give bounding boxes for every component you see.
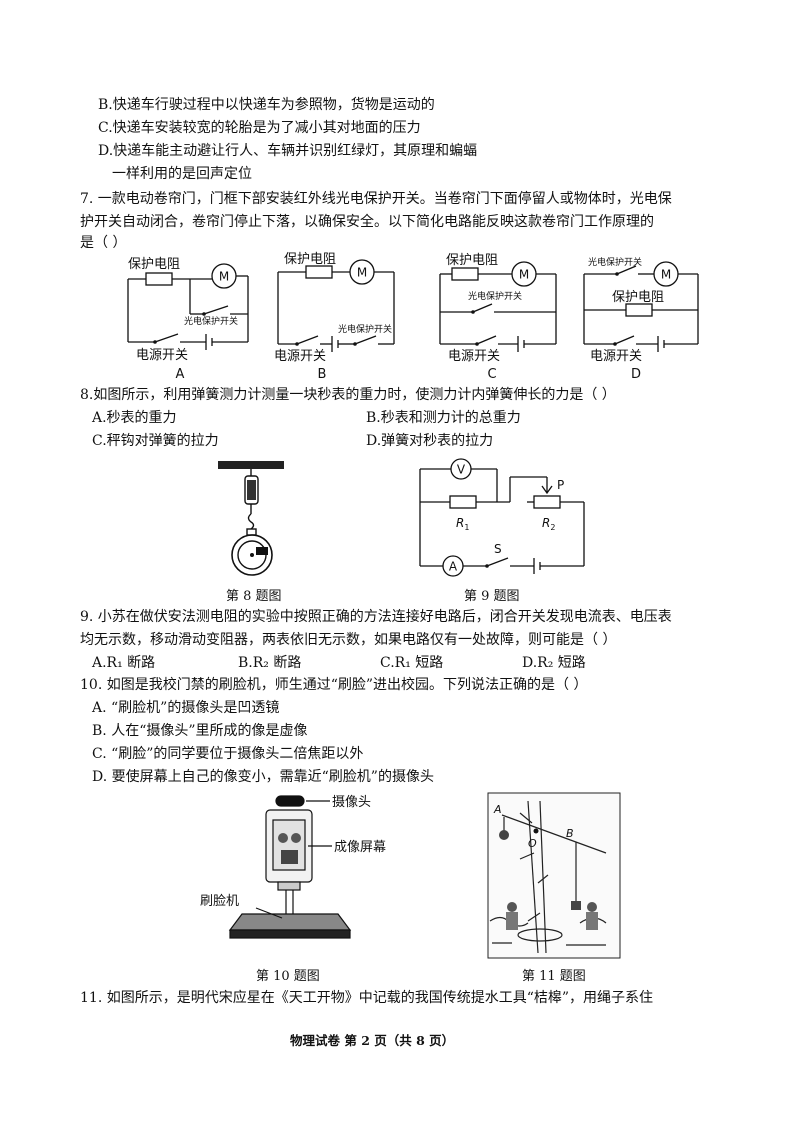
voltmeter-symbol: V (457, 463, 466, 477)
switch-s-label: S (494, 542, 502, 556)
circuit-c-motor-symbol: M (519, 268, 529, 282)
circuit-d-letter: D (631, 367, 641, 382)
r1-label: R1 (456, 516, 469, 532)
q9-option-d: D.R₂ 短路 (522, 655, 586, 671)
q10-stem: 10. 如图是我校门禁的刷脸机，师生通过“刷脸”进出校园。下列说法正确的是（ ） (80, 677, 588, 693)
ammeter-symbol: A (449, 560, 458, 574)
circuit-b-resistor-label: 保护电阻 (284, 252, 336, 267)
circuit-d-photo-switch-label: 光电保护开关 (588, 256, 642, 268)
q8-option-a: A.秒表的重力 (92, 410, 177, 426)
face-recognition-machine-figure: 摄像头 成像屏幕 刷脸机 (200, 795, 386, 939)
figure-10-caption: 第 10 题图 (256, 969, 320, 984)
q7-stem-line1: 7. 一款电动卷帘门，门框下部安装红外线光电保护开关。当卷帘门下面停留人或物体时… (80, 191, 672, 207)
circuit-a-resistor-label: 保护电阻 (128, 257, 180, 272)
q6-option-b: B.快递车行驶过程中以快递车为参照物，货物是运动的 (98, 97, 435, 113)
page-footer: 物理试卷 第 2 页（共 8 页） (290, 1033, 455, 1048)
circuit-b-letter: B (318, 367, 327, 382)
circuit-c-power-switch-label: 电源开关 (448, 349, 500, 364)
circuit-d-motor-symbol: M (661, 268, 671, 282)
q7-stem-line3: 是（ ） (80, 235, 127, 251)
q8-stem: 8.如图所示，利用弹簧测力计测量一块秒表的重力时，使测力计内弹簧伸长的力是（ ） (80, 387, 616, 403)
well-sweep-illustration: A B O (487, 792, 621, 959)
q7-stem-line2: 护开关自动闭合，卷帘门停止下落，以确保安全。以下简化电路能反映这款卷帘门工作原理… (80, 214, 654, 230)
q9-stem-line2: 均无示数，移动滑动变阻器，两表依旧无示数，如果电路仅有一处故障，则可能是（ ） (80, 632, 617, 648)
q6-option-c: C.快递车安装较宽的轮胎是为了减小其对地面的压力 (98, 120, 421, 136)
figure-8-caption: 第 8 题图 (226, 589, 282, 604)
circuit-a-motor-symbol: M (219, 270, 229, 284)
circuit-b-photo-switch-label: 光电保护开关 (338, 323, 392, 335)
screen-label: 成像屏幕 (334, 840, 386, 855)
circuit-c-diagram: 保护电阻 M 光电保护开关 电源开关 C (439, 253, 557, 382)
circuit-b-motor-symbol: M (357, 266, 367, 280)
q10-option-b: B. 人在“摄像头”里所成的像是虚像 (92, 723, 308, 739)
voltammetry-circuit-figure: V A P R1 R2 S (419, 458, 585, 577)
q6-option-d: D.快递车能主动避让行人、车辆并识别红绿灯，其原理和蝙蝠 (98, 143, 478, 159)
q11-stem-line1: 11. 如图所示，是明代宋应星在《天工开物》中记载的我国传统提水工具“桔槔”，用… (80, 990, 654, 1006)
circuit-c-photo-switch-label: 光电保护开关 (468, 290, 522, 302)
q9-option-a: A.R₁ 断路 (92, 655, 156, 671)
camera-label: 摄像头 (332, 795, 371, 810)
point-b-label: B (566, 827, 574, 840)
q8-option-d: D.弹簧对秒表的拉力 (366, 433, 494, 449)
circuit-d-power-switch-label: 电源开关 (590, 349, 642, 364)
point-a-label: A (493, 803, 502, 816)
q10-option-a: A. “刷脸机”的摄像头是凹透镜 (92, 700, 280, 716)
circuit-b-diagram: 保护电阻 M 光电保护开关 电源开关 B (274, 252, 395, 382)
circuit-a-photo-switch-label: 光电保护开关 (184, 315, 238, 327)
q8-option-b: B.秒表和测力计的总重力 (366, 410, 521, 426)
circuit-d-diagram: 光电保护开关 M 保护电阻 电源开关 D (583, 256, 699, 382)
q8-option-c: C.秤钩对弹簧的拉力 (92, 433, 219, 449)
circuit-d-resistor-label: 保护电阻 (612, 290, 664, 305)
circuit-b-power-switch-label: 电源开关 (274, 349, 326, 364)
point-o-label: O (528, 837, 537, 850)
q6-option-d-cont: 一样利用的是回声定位 (112, 166, 252, 182)
r2-label: R2 (542, 516, 555, 532)
slider-p-label: P (557, 478, 564, 492)
circuit-c-resistor-label: 保护电阻 (446, 253, 498, 268)
q9-option-c: C.R₁ 短路 (380, 655, 444, 671)
q10-option-c: C. “刷脸”的同学要位于摄像头二倍焦距以外 (92, 746, 364, 762)
circuit-c-letter: C (487, 367, 496, 382)
q9-option-b: B.R₂ 断路 (238, 655, 302, 671)
q9-stem-line1: 9. 小苏在做伏安法测电阻的实验中按照正确的方法连接好电路后，闭合开关发现电流表… (80, 609, 672, 625)
circuit-a-power-switch-label: 电源开关 (136, 348, 188, 363)
machine-label: 刷脸机 (200, 894, 239, 909)
circuit-a-diagram: 保护电阻 M 光电保护开关 电源开关 A (127, 257, 249, 382)
spring-scale-stopwatch-figure (218, 461, 284, 576)
figure-11-caption: 第 11 题图 (522, 969, 586, 984)
q10-option-d: D. 要使屏幕上自己的像变小，需靠近“刷脸机”的摄像头 (92, 769, 434, 785)
figure-9-caption: 第 9 题图 (464, 589, 520, 604)
circuit-a-letter: A (176, 367, 185, 382)
